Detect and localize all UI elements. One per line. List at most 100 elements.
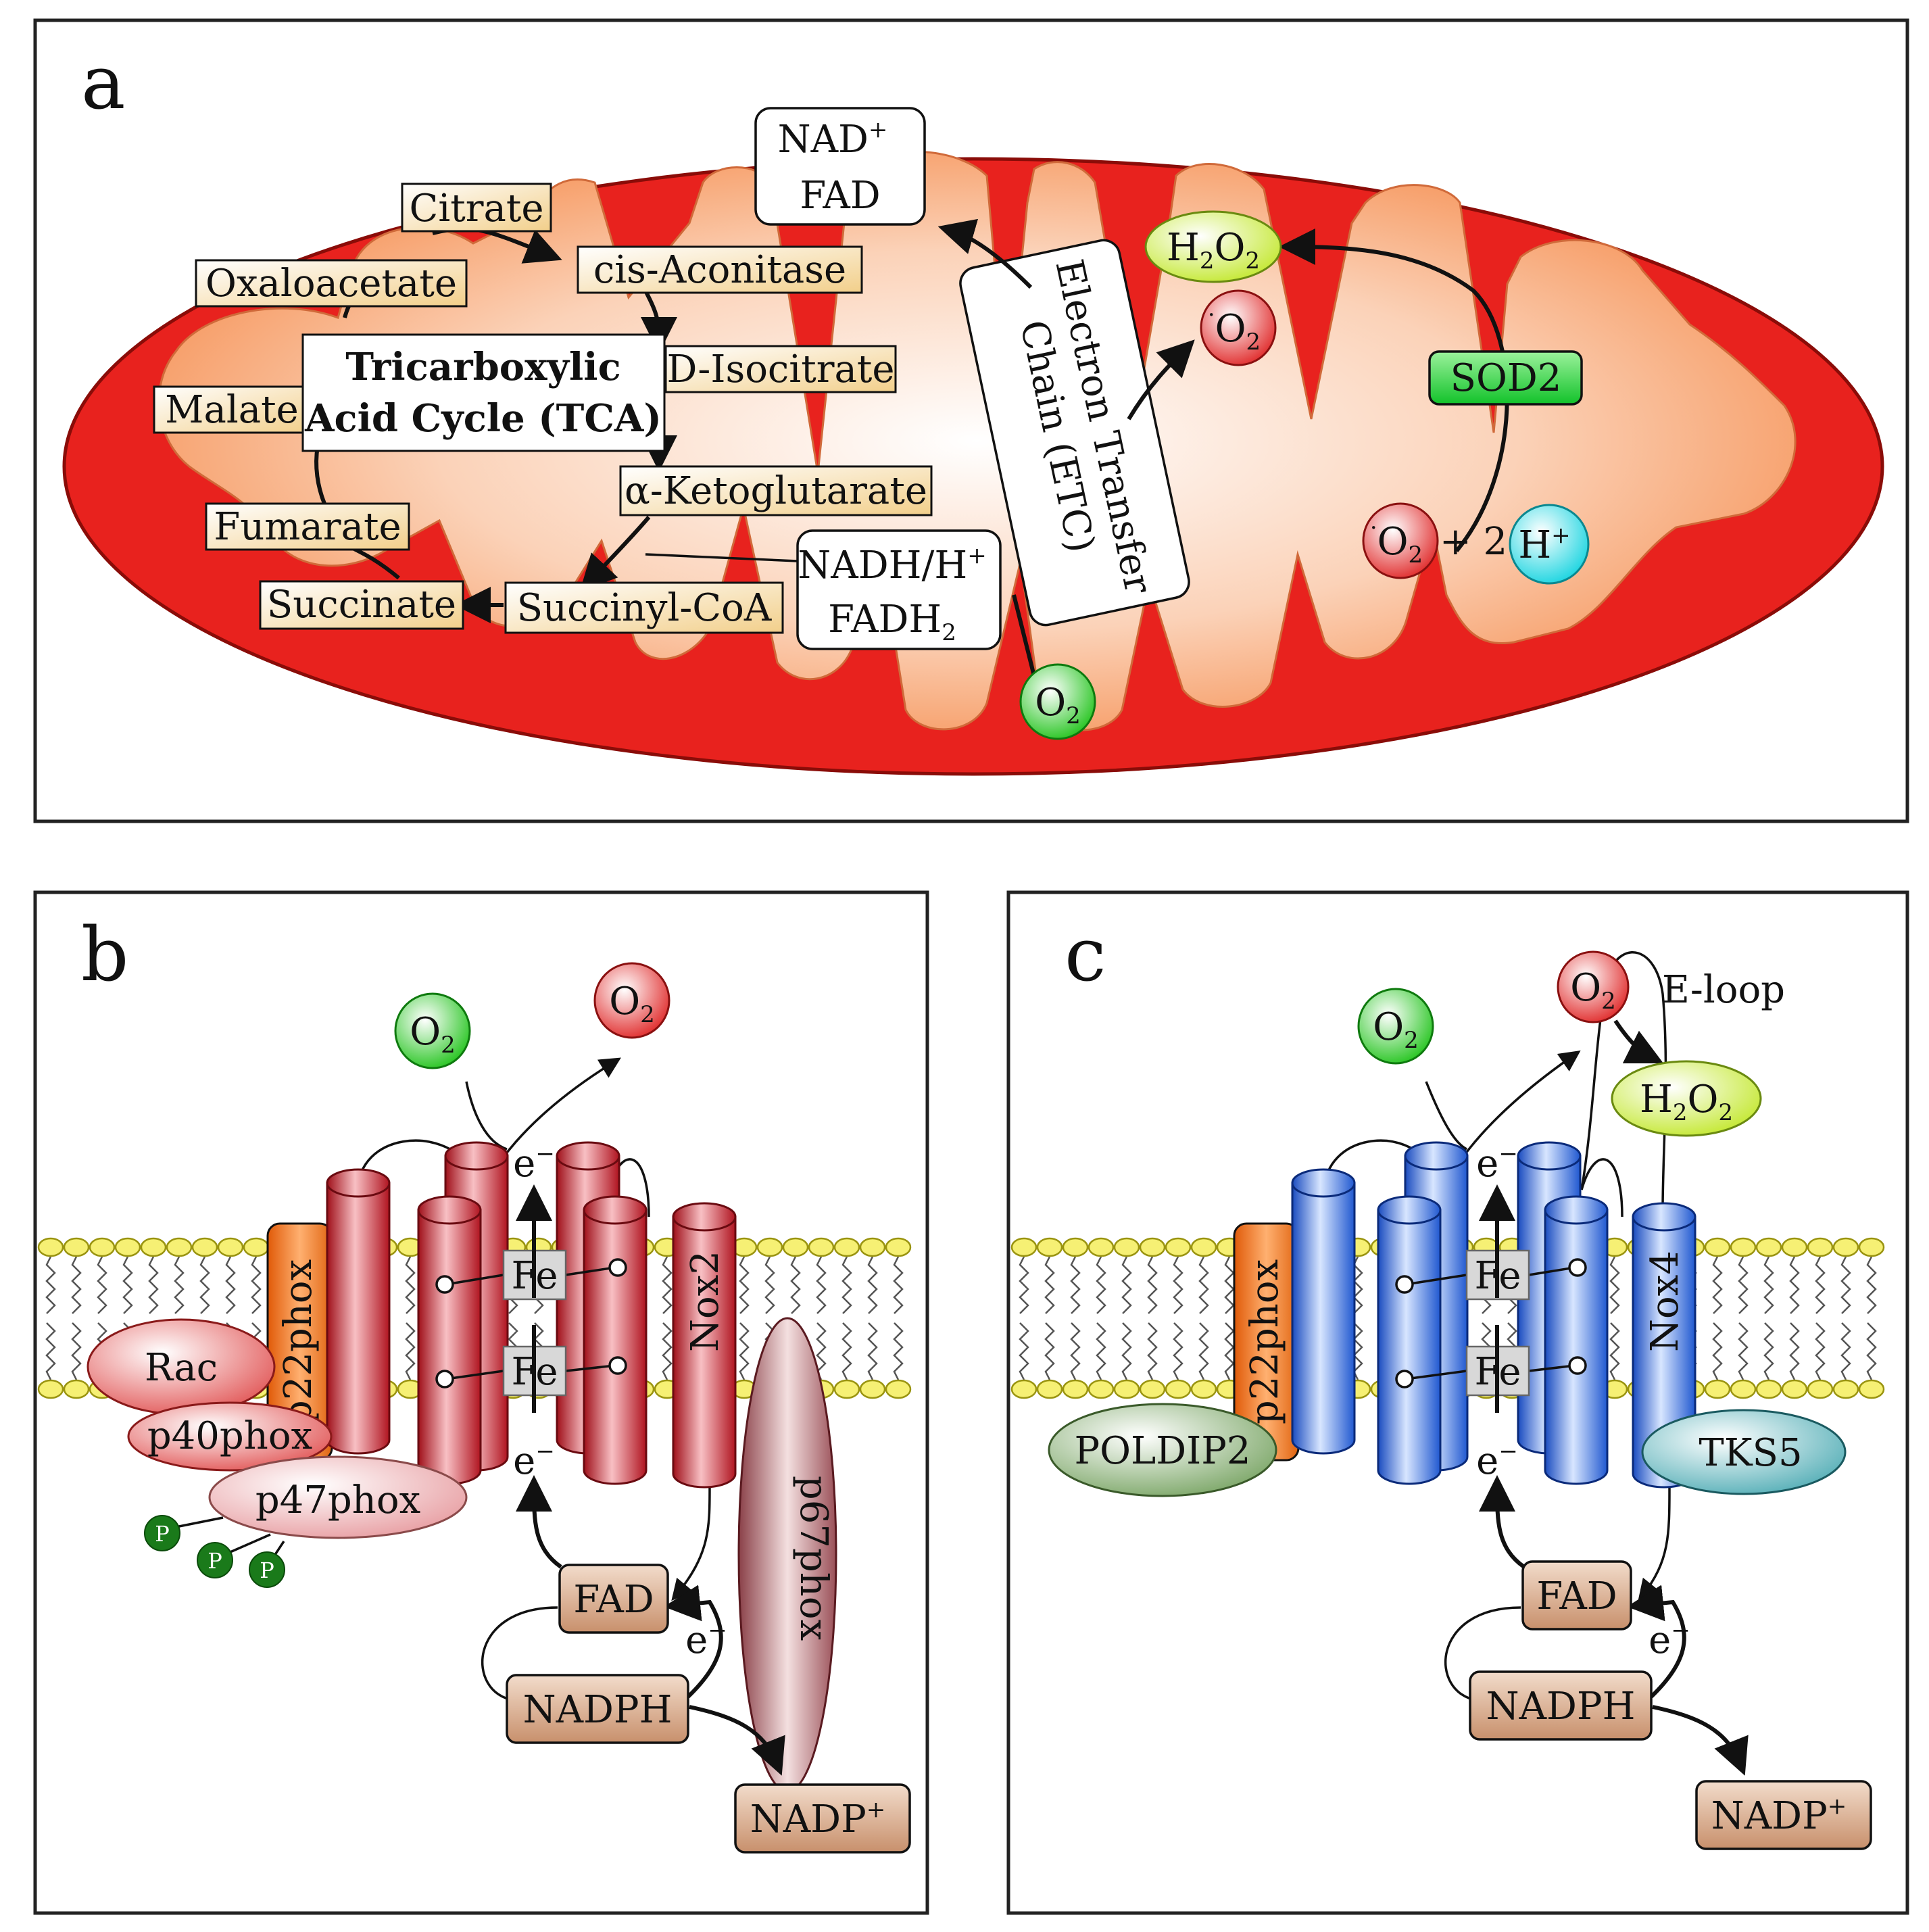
- tca-title-box: Tricarboxylic Acid Cycle (TCA): [301, 333, 666, 452]
- superoxide-b: O2: [593, 962, 670, 1039]
- svg-text:FAD: FAD: [1536, 1574, 1617, 1618]
- arrow-fad-to-electron-b: [516, 1475, 562, 1569]
- nox4-label: Nox4: [1643, 1251, 1687, 1352]
- poldip2-c: POLDIP2: [1048, 1403, 1277, 1497]
- o2-bubble-c: O2: [1357, 988, 1434, 1065]
- line-tca-to-nadh: [645, 553, 798, 562]
- superoxide-c: O2: [1557, 950, 1630, 1023]
- svg-text:FAD: FAD: [800, 174, 880, 218]
- metabolite-succinate: Succinate: [259, 580, 464, 630]
- arrow-sod2-to-h2o2: [1279, 228, 1509, 552]
- panel-c: c p22phox POLDIP2 TKS5 e−: [1006, 890, 1909, 1915]
- sod2-box: SOD2: [1428, 350, 1583, 406]
- loop-fad-nadph-c: [1444, 1606, 1521, 1701]
- h2o2-bubble-a: H2O2: [1144, 210, 1282, 283]
- svg-text:P: P: [155, 1521, 170, 1547]
- svg-text:SOD2: SOD2: [1450, 356, 1562, 400]
- arrow-nadph-to-nadp-c: [1652, 1705, 1749, 1776]
- fad-c: FAD: [1521, 1560, 1632, 1631]
- panel-b-letter: b: [81, 911, 128, 998]
- o2-bubble-a: O2: [1019, 663, 1096, 740]
- nad-fad-box: NAD+ FAD: [754, 107, 926, 226]
- svg-text:TKS5: TKS5: [1699, 1431, 1802, 1475]
- arrow-superoxide-to-h2o2-c: [1613, 1019, 1664, 1064]
- line-nox2-to-fad-b: [671, 1487, 711, 1601]
- nadh-fadh2-box: NADH/H+ FADH2: [796, 529, 1002, 650]
- svg-text:Malate: Malate: [165, 388, 299, 432]
- svg-text:Succinate: Succinate: [267, 583, 456, 627]
- heme-linkers-b: [435, 1258, 627, 1388]
- metabolite-fumarate: Fumarate: [205, 502, 410, 551]
- metabolite-malate: Malate: [153, 385, 311, 434]
- nadp-c: NADP+: [1695, 1780, 1872, 1850]
- o2-bubble-b: O2: [394, 992, 471, 1069]
- line-nox4-to-fad-c: [1638, 1487, 1671, 1601]
- etc-box: Electron Transfer Chain (ETC): [959, 239, 1190, 627]
- svg-text:Succinyl-CoA: Succinyl-CoA: [517, 586, 772, 630]
- arrow-fumarate-to-malate: [314, 445, 326, 505]
- rac-b: Rac: [87, 1318, 276, 1416]
- svg-text:NADH/H+: NADH/H+: [798, 542, 986, 587]
- line-o2-b: [465, 1081, 508, 1151]
- svg-text:·O2: ·O2: [1208, 301, 1261, 356]
- svg-text:NADPH: NADPH: [523, 1688, 673, 1732]
- phospho-3: [249, 1551, 285, 1588]
- plus-two-label: + 2: [1440, 520, 1507, 564]
- svg-text:D-Isocitrate: D-Isocitrate: [666, 347, 894, 391]
- svg-text:FADH2: FADH2: [828, 598, 956, 646]
- metabolite-citrate: Citrate: [401, 183, 552, 233]
- phospho-1: [144, 1515, 180, 1551]
- heme-linkers-c: [1395, 1258, 1587, 1388]
- p67phox-b: p67phox: [737, 1317, 837, 1793]
- superoxide-a-substrate: ·O2: [1362, 502, 1439, 579]
- svg-text:p47phox: p47phox: [255, 1478, 420, 1522]
- electron-top-b: e−: [513, 1140, 555, 1186]
- panel-a-letter: a: [81, 39, 126, 126]
- arrow-ketoglutarate-to-succinylcoa: [579, 516, 651, 592]
- svg-text:Rac: Rac: [145, 1346, 218, 1390]
- line-o2-to-etc: [1012, 594, 1036, 677]
- arrow-fad-to-electron-c: [1479, 1475, 1525, 1569]
- nox2-helices: [326, 1141, 737, 1489]
- svg-text:Fumarate: Fumarate: [214, 505, 401, 549]
- arrow-nadph-to-fad-b: [664, 1585, 723, 1699]
- metabolite-cis-aconitase: cis-Aconitase: [577, 245, 863, 294]
- svg-text:p67phox: p67phox: [791, 1476, 835, 1641]
- svg-text:H2O2: H2O2: [1167, 226, 1260, 274]
- nox4-helices: [1291, 1141, 1696, 1489]
- h2o2-bubble-c: H2O2: [1611, 1060, 1762, 1137]
- p22phox-b-label: p22phox: [276, 1259, 320, 1424]
- svg-text:Oxaloacetate: Oxaloacetate: [205, 262, 457, 306]
- arrow-etc-to-nad: [937, 218, 1033, 289]
- tks5-c: TKS5: [1641, 1409, 1847, 1495]
- arrow-etc-to-superoxide: [1127, 339, 1195, 420]
- svg-text:FAD: FAD: [573, 1578, 654, 1622]
- svg-text:O2: O2: [1373, 1005, 1419, 1054]
- electron-fad-c: e−: [1649, 1617, 1690, 1662]
- nadph-b: NADPH: [506, 1674, 689, 1744]
- metabolite-succinyl-coa: Succinyl-CoA: [504, 581, 784, 634]
- electron-fad-b: e−: [685, 1617, 727, 1662]
- panel-c-letter: c: [1065, 911, 1106, 998]
- svg-text:H2O2: H2O2: [1640, 1078, 1733, 1126]
- p40phox-b: p40phox: [127, 1401, 333, 1472]
- metabolite-oxaloacetate: Oxaloacetate: [195, 259, 468, 308]
- nadp-b: NADP+: [734, 1783, 911, 1854]
- panel-b: b p22phox Rac p40phox: [33, 890, 929, 1915]
- loop-fad-nadph-b: [481, 1606, 558, 1701]
- p22phox-c-label: p22phox: [1243, 1259, 1287, 1424]
- phospho-group-b: P P P: [144, 1515, 285, 1588]
- e-loop-label: E-loop: [1662, 968, 1785, 1012]
- svg-text:P: P: [260, 1557, 274, 1583]
- fad-b: FAD: [558, 1564, 669, 1634]
- electron-bottom-b: e−: [513, 1438, 555, 1483]
- phospho-2: [197, 1542, 233, 1578]
- p47phox-b: p47phox: [208, 1455, 468, 1539]
- electron-top-c: e−: [1476, 1140, 1518, 1186]
- svg-text:cis-Aconitase: cis-Aconitase: [593, 248, 846, 292]
- svg-text:NADP+: NADP+: [750, 1796, 886, 1841]
- svg-text:Tricarboxylic: Tricarboxylic: [345, 345, 620, 389]
- loop-c-2: [1580, 1158, 1623, 1217]
- svg-text:NAD+: NAD+: [778, 116, 888, 162]
